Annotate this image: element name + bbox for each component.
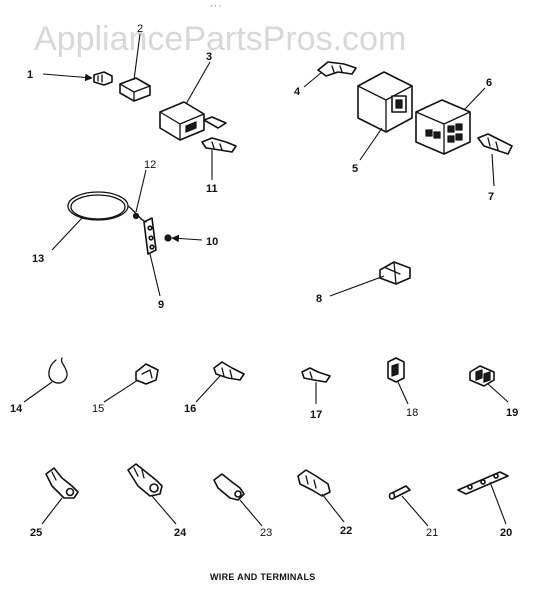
callout-16: 16 [184,403,196,415]
part-9-ground-strap [143,217,157,255]
part-22-terminal [297,469,331,497]
part-13-ground-wire-loop [67,191,147,223]
callout-12: 12 [144,159,156,171]
callout-2: 2 [137,23,143,35]
callout-9: 9 [158,299,164,311]
callout-1: 1 [27,69,33,81]
part-5-plug-housing [357,71,413,133]
callout-19: 19 [506,407,518,419]
part-20-terminal-strip [457,471,509,495]
part-16-terminal [213,361,245,381]
leader-23 [239,499,263,527]
callout-6: 6 [486,77,492,89]
callout-25: 25 [30,527,42,539]
leader-14 [23,381,53,403]
part-7-socket-terminal [477,133,513,155]
leader-1 [42,73,93,82]
callout-24: 24 [174,527,187,539]
leader-22 [321,493,345,523]
callout-11: 11 [206,183,218,195]
callout-22: 22 [340,525,352,537]
callout-5: 5 [352,163,358,175]
callout-23: 23 [260,527,272,539]
leader-24 [151,495,177,525]
part-10-nut [164,234,172,242]
part-19-connector [469,365,495,387]
callout-7: 7 [488,191,494,203]
leader-19 [487,383,509,403]
callout-15: 15 [92,403,104,415]
leader-8 [329,275,385,297]
part-11-terminal [201,137,237,153]
part-14-wire-clip [48,357,68,384]
callout-3: 3 [206,51,212,63]
callout-13: 13 [32,253,44,265]
leader-3 [185,61,211,105]
part-25-ring-terminal [45,467,79,499]
leader-21 [401,495,429,527]
part-21-splice [388,485,411,500]
part-4-pin-terminal [317,61,357,77]
leader-4 [303,71,323,88]
leader-6 [463,87,486,111]
callout-17: 17 [310,409,322,421]
part-2-insulator-sleeve [119,77,151,102]
leader-12 [135,169,147,213]
callout-20: 20 [500,527,512,539]
part-18-connector [387,357,405,383]
callout-10: 10 [206,236,218,248]
leader-13 [51,217,83,251]
leader-2 [133,33,141,81]
leader-20 [489,481,507,525]
leader-16 [195,375,221,403]
diagram-caption: WIRE AND TERMINALS [210,572,316,582]
callout-4: 4 [294,86,301,98]
part-8-clip-terminal [379,261,411,285]
part-15-clip [135,363,159,385]
part-17-terminal [301,367,331,383]
part-1-terminal [93,71,113,86]
callout-14: 14 [10,403,23,415]
part-23-ring-terminal [213,473,245,501]
callout-21: 21 [426,527,438,539]
callout-18: 18 [406,407,418,419]
leader-15 [103,379,139,403]
leader-9 [149,253,161,297]
leader-7 [491,153,495,187]
part-6-receptacle-housing [415,99,471,155]
watermark: AppliancePartsPros.com [34,20,406,58]
leader-5 [359,127,383,161]
header-scrap: , , , [210,0,221,8]
callout-8: 8 [316,293,322,305]
leader-10 [171,234,203,243]
leader-18 [397,381,409,405]
part-3-connector-housing [159,101,227,141]
part-24-ring-terminal [127,463,163,497]
leader-25 [41,497,63,525]
